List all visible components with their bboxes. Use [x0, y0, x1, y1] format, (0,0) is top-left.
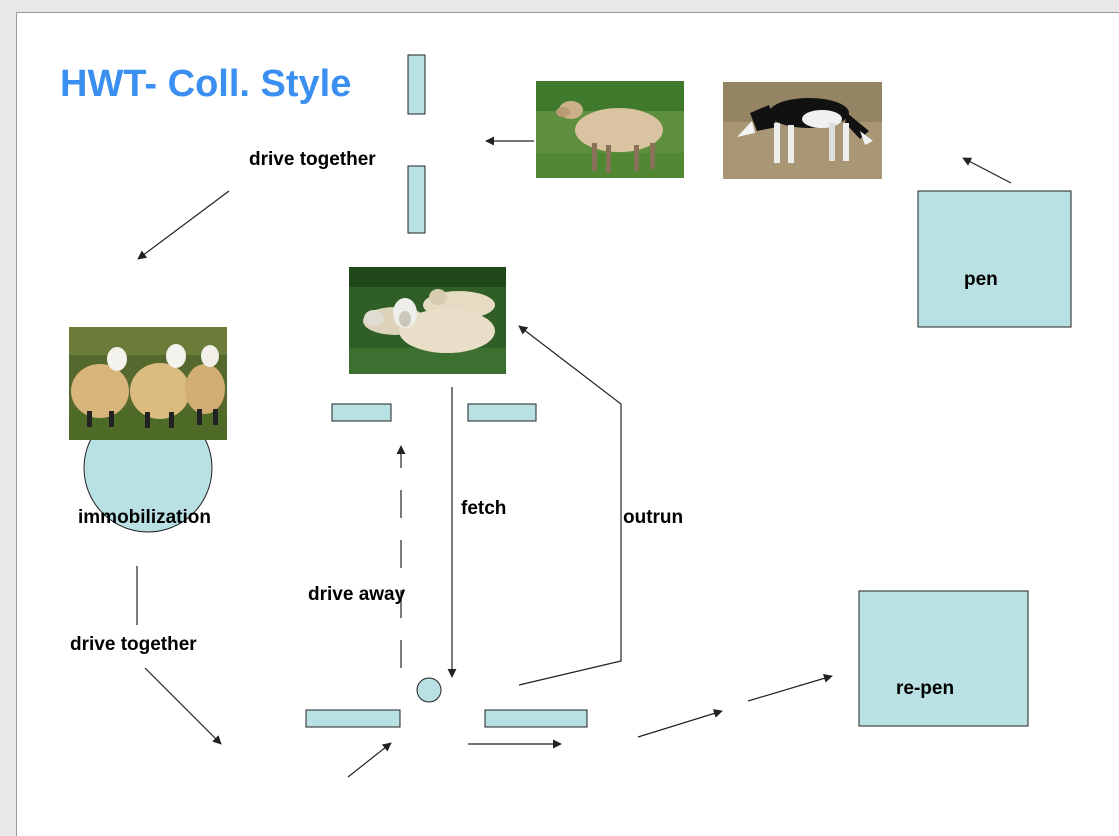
gate-post-top-upper: [407, 54, 426, 115]
label-drive-away: drive away: [308, 584, 406, 605]
arrow-to-re-pen-2: [747, 673, 833, 702]
slide-title: HWT- Coll. Style: [60, 63, 352, 105]
label-drive-together-bottom: drive together: [70, 634, 197, 655]
gate-bottom-left: [305, 709, 401, 728]
gate-middle-right: [467, 403, 537, 422]
arrow-to-re-pen-1: [637, 709, 723, 738]
arrow-from-pen: [962, 157, 1012, 184]
label-re-pen: re-pen: [896, 678, 955, 699]
label-drive-together-top: drive together: [249, 149, 376, 170]
border-collie-photo: [723, 82, 882, 179]
gate-post-top-lower: [407, 165, 426, 234]
label-pen: pen: [964, 269, 998, 290]
slide: HWT- Coll. Style drive together pen immo…: [16, 12, 1119, 836]
gate-bottom-right: [484, 709, 588, 728]
arrow-into-bottom-gate: [347, 742, 392, 778]
diagram-canvas: [69, 54, 1072, 778]
dog-position-circle: [416, 677, 442, 703]
label-fetch: fetch: [461, 498, 507, 519]
pen-box: [917, 190, 1072, 328]
arrow-outrun: [518, 325, 622, 686]
arrow-drive-together-top: [137, 190, 230, 260]
label-outrun: outrun: [623, 507, 684, 528]
three-sheep-photo: [69, 327, 227, 440]
sheep-photo: [536, 81, 684, 178]
re-pen-box: [858, 590, 1029, 727]
gate-middle-left: [331, 403, 392, 422]
arrow-drive-together-bottom: [144, 667, 222, 745]
label-immobilization: immobilization: [78, 507, 211, 528]
sheep-group-photo: [349, 267, 506, 374]
